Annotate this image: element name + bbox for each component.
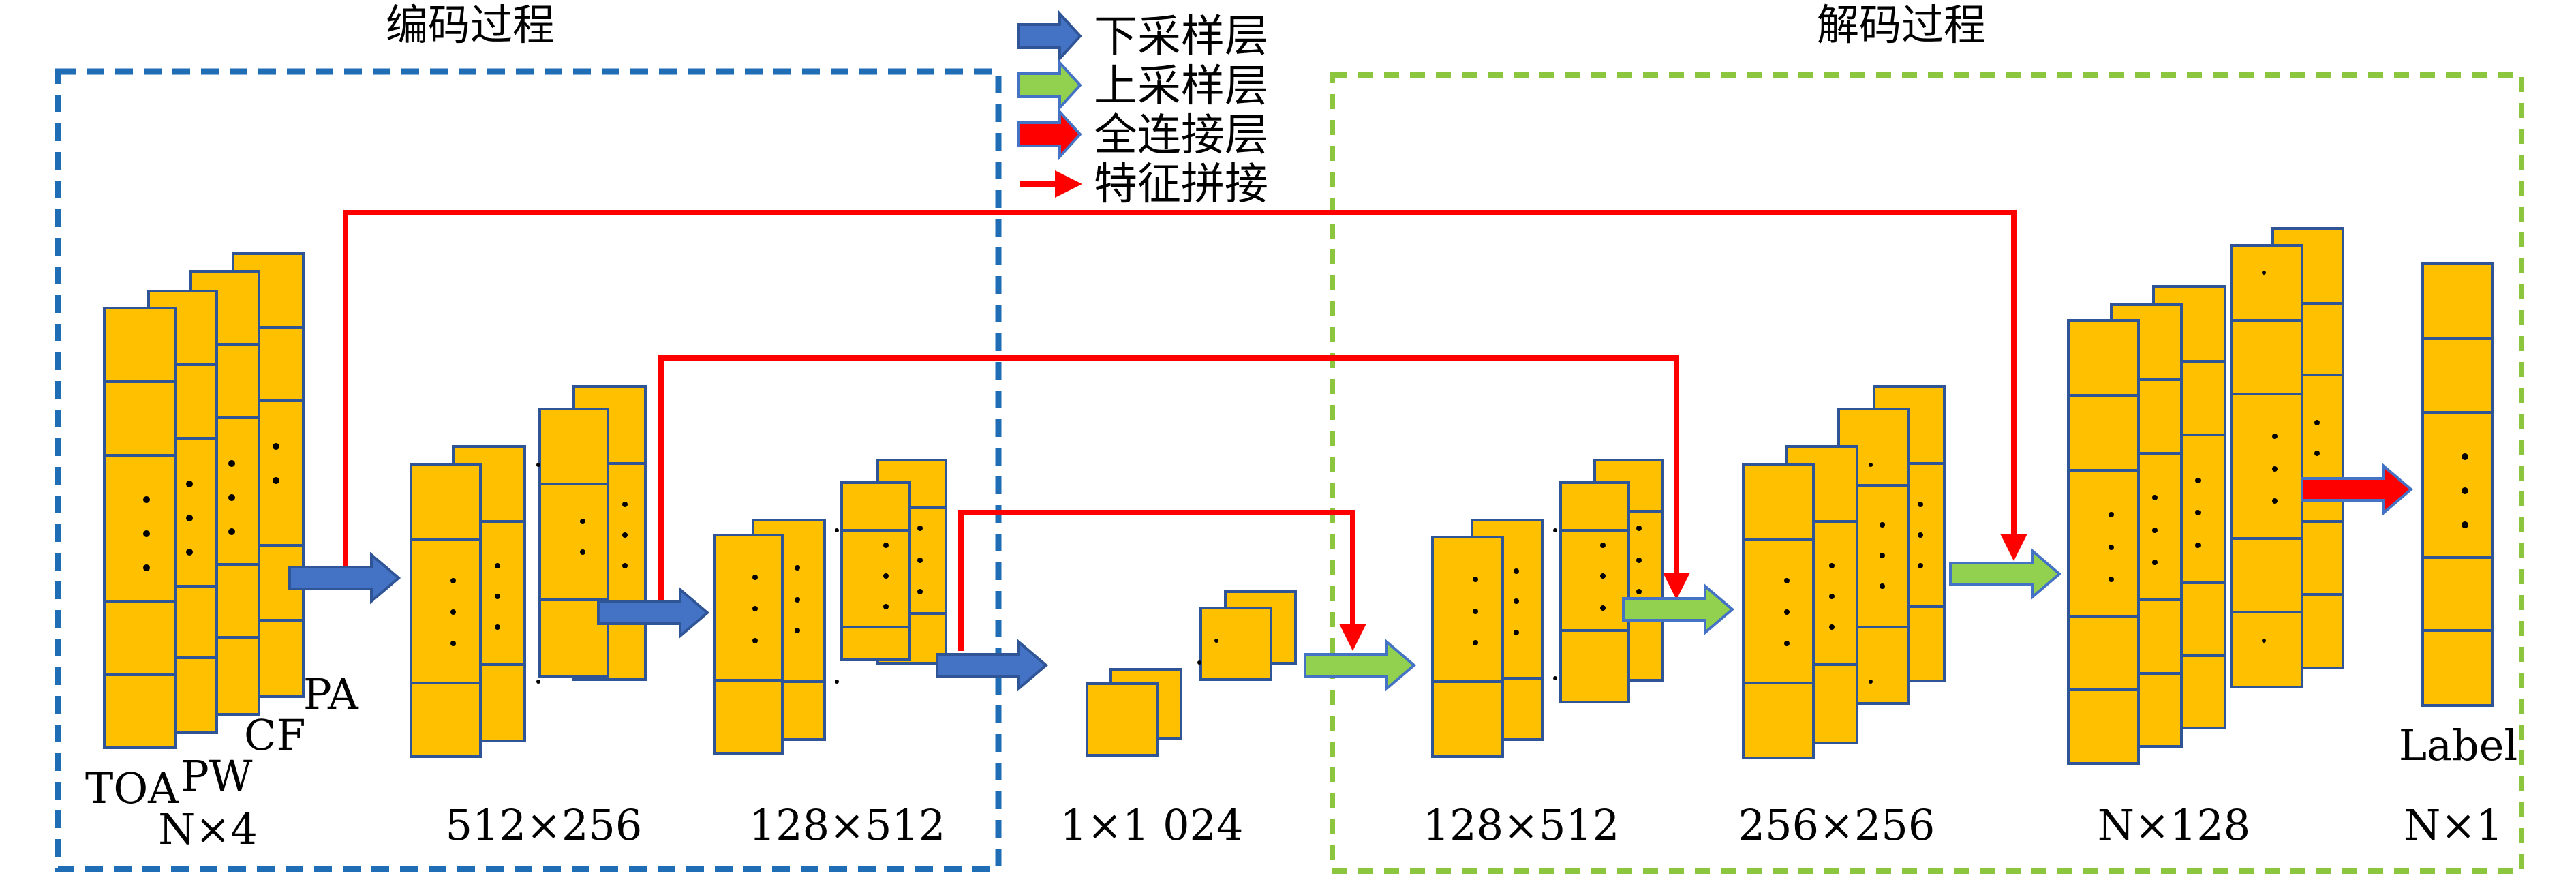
flow-arrows — [288, 463, 2414, 692]
stage1-size-label: N×4 — [158, 804, 258, 854]
stage6-map-front-left — [1742, 463, 1815, 759]
encoder-stage-2: 512×256 — [410, 385, 647, 850]
feature-label-pw: PW — [181, 751, 253, 801]
legend-downsample-arrow — [1017, 10, 1082, 63]
legend-concat: 特征拼接 — [1020, 159, 1268, 210]
decoder-stage-6: 256×256 — [1738, 385, 1946, 850]
bottleneck-map-front-left — [1086, 682, 1159, 757]
decode-title: 解码过程 — [1817, 0, 1986, 50]
feature-label-cf: CF — [244, 710, 305, 760]
stage2-map-front-right — [538, 408, 609, 678]
stage5-map-front-left — [1431, 536, 1504, 758]
legend-upsample-label: 上采样层 — [1094, 61, 1268, 112]
downsample-arrow-1 — [288, 551, 401, 605]
legend-upsample: 上采样层 — [1017, 59, 1268, 112]
skip-connection-3 — [958, 510, 1366, 651]
stage8-size-label: N×1 — [2404, 800, 2503, 850]
stage3-map-front-right — [840, 481, 911, 661]
stage5-size-label: 128×512 — [1423, 800, 1620, 850]
legend-fullyconnected: 全连接层 — [1017, 108, 1268, 161]
downsample-arrow-2 — [597, 586, 710, 639]
skip-connection-1 — [343, 210, 2027, 566]
fullyconnected-arrow — [2301, 463, 2414, 516]
upsample-arrow-3 — [1949, 547, 2062, 600]
feature-map-toa — [103, 307, 177, 749]
stage4-size-label: 1×1 024 — [1060, 800, 1244, 850]
legend-fullyconnected-label: 全连接层 — [1094, 110, 1268, 161]
stage2-map-front-left — [410, 463, 482, 758]
legend-downsample-label: 下采样层 — [1094, 12, 1268, 62]
downsample-arrow-3 — [936, 639, 1049, 692]
upsample-arrow-2 — [1622, 583, 1735, 636]
stage6-size-label: 256×256 — [1738, 800, 1935, 850]
feature-label-toa: TOA — [85, 763, 179, 813]
decoder-stage-5: 128×512 — [1423, 459, 1664, 850]
output-map — [2421, 262, 2494, 707]
stage7-size-label: N×128 — [2098, 800, 2251, 850]
decoder-stage-7: N×128 — [2067, 227, 2344, 850]
bottleneck-map-front-right — [1199, 607, 1272, 681]
skip-connection-2 — [658, 355, 1690, 610]
input-stack: TOA PW CF PA — [85, 252, 359, 813]
encode-section-box — [55, 68, 1002, 872]
legend-upsample-arrow — [1017, 59, 1082, 112]
stage7-map-front-left — [2067, 319, 2140, 765]
upsample-arrow-1 — [1304, 639, 1417, 692]
skip-connections — [343, 210, 2027, 651]
encoder-stage-3: 128×512 — [713, 459, 947, 850]
decode-section-box — [1330, 72, 2524, 874]
output-stage: Label N×1 — [2399, 262, 2517, 850]
output-label: Label — [2399, 720, 2517, 770]
legend-concat-label: 特征拼接 — [1094, 159, 1268, 210]
legend-downsample: 下采样层 — [1017, 10, 1268, 63]
stage3-size-label: 128×512 — [749, 800, 946, 850]
stage3-map-front-left — [713, 534, 784, 755]
bottleneck-stage: 1×1 024 — [1060, 590, 1297, 850]
encode-title: 编码过程 — [386, 0, 555, 50]
legend: 下采样层 上采样层 全连接层 特征拼接 — [1017, 10, 1268, 210]
legend-fullyconnected-arrow — [1017, 108, 1082, 161]
stage5-map-front-right — [1559, 481, 1630, 703]
stage7-map-front-right — [2230, 244, 2303, 688]
feature-label-pa: PA — [303, 669, 359, 719]
stage2-size-label: 512×256 — [446, 800, 643, 850]
